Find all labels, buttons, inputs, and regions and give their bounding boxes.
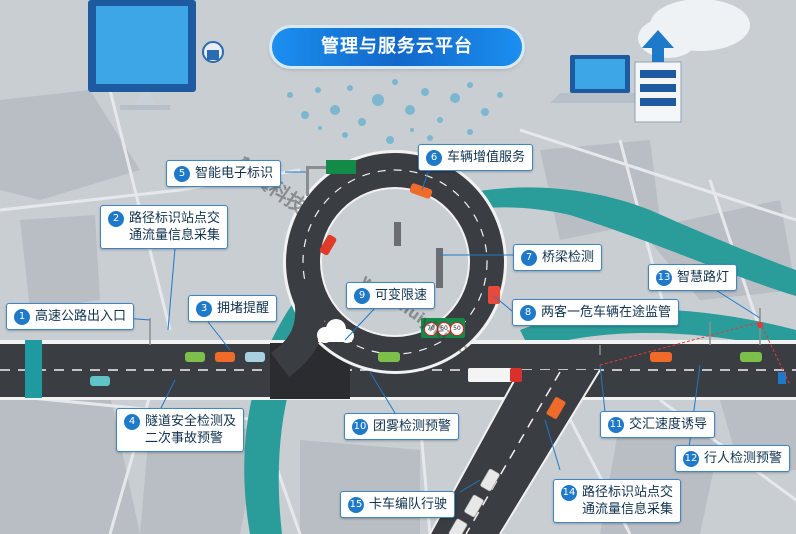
- pedestrian-icon: [778, 372, 786, 384]
- monitor-icon: [88, 0, 224, 110]
- bridge-pillar: [394, 222, 401, 246]
- electronic-sign-gantry: [306, 160, 356, 196]
- cloud-server-icon: [550, 0, 750, 123]
- fog-cloud-icon: [317, 319, 354, 343]
- leader-lines: [84, 165, 761, 493]
- speed-sign-3: 50: [450, 322, 464, 336]
- platform-title: 管理与服务云平台: [272, 28, 522, 66]
- network-dots: [287, 79, 503, 144]
- vehicles: [90, 183, 762, 534]
- highway-gate: [25, 340, 42, 398]
- bridge-pillar: [436, 248, 443, 288]
